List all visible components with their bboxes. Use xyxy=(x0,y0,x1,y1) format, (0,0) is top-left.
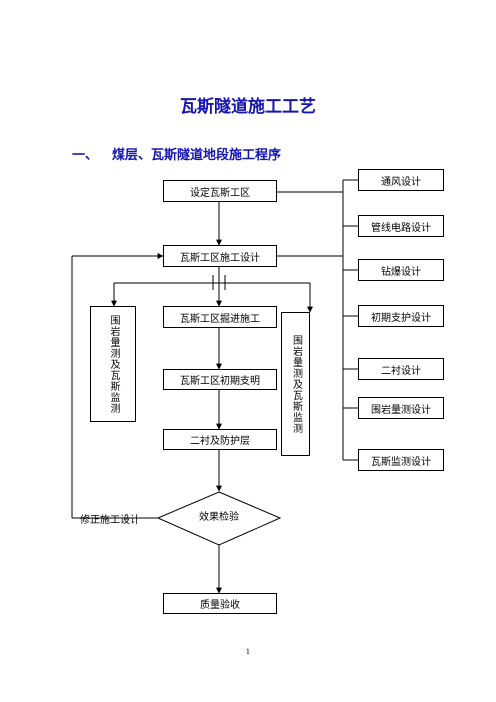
acceptance-box: 质量验收 xyxy=(163,593,277,614)
right-item-pipeline: 管线电路设计 xyxy=(358,215,444,237)
section-title: 煤层、瓦斯隧道地段施工程序 xyxy=(112,148,282,163)
setup-zone-box: 设定瓦斯工区 xyxy=(163,180,277,202)
revise-design-label: 修正施工设计 xyxy=(80,515,140,526)
monitoring-left-label: 围岩量测及瓦斯监测 xyxy=(108,314,119,414)
right-item-blasting: 钻爆设计 xyxy=(358,259,444,281)
section-heading: 一、煤层、瓦斯隧道地段施工程序 xyxy=(72,144,281,163)
monitoring-left-box: 围岩量测及瓦斯监测 xyxy=(90,306,136,422)
right-item-gas-monitor: 瓦斯监测设计 xyxy=(358,449,444,471)
document-title: 瓦斯隧道施工工艺 xyxy=(180,97,316,117)
secondary-lining-box: 二衬及防护层 xyxy=(163,429,277,450)
excavation-box: 瓦斯工区掘进施工 xyxy=(163,306,277,328)
right-item-secondary-lining: 二衬设计 xyxy=(358,358,444,380)
page-number: 1 xyxy=(245,648,251,656)
monitoring-right-box: 围岩量测及瓦斯监测 xyxy=(281,312,310,456)
right-item-rock-measure: 围岩量测设计 xyxy=(358,397,444,419)
inspection-diamond xyxy=(156,491,282,546)
zone-design-box: 瓦斯工区施工设计 xyxy=(163,245,277,267)
initial-support-box: 瓦斯工区初期支明 xyxy=(163,369,277,390)
inspection-label: 效果检验 xyxy=(199,512,239,523)
right-item-initial-support: 初期支护设计 xyxy=(358,305,444,327)
section-number: 一、 xyxy=(72,148,99,163)
right-item-ventilation: 通风设计 xyxy=(358,169,444,191)
monitoring-right-label: 围岩量测及瓦斯监测 xyxy=(290,334,302,434)
